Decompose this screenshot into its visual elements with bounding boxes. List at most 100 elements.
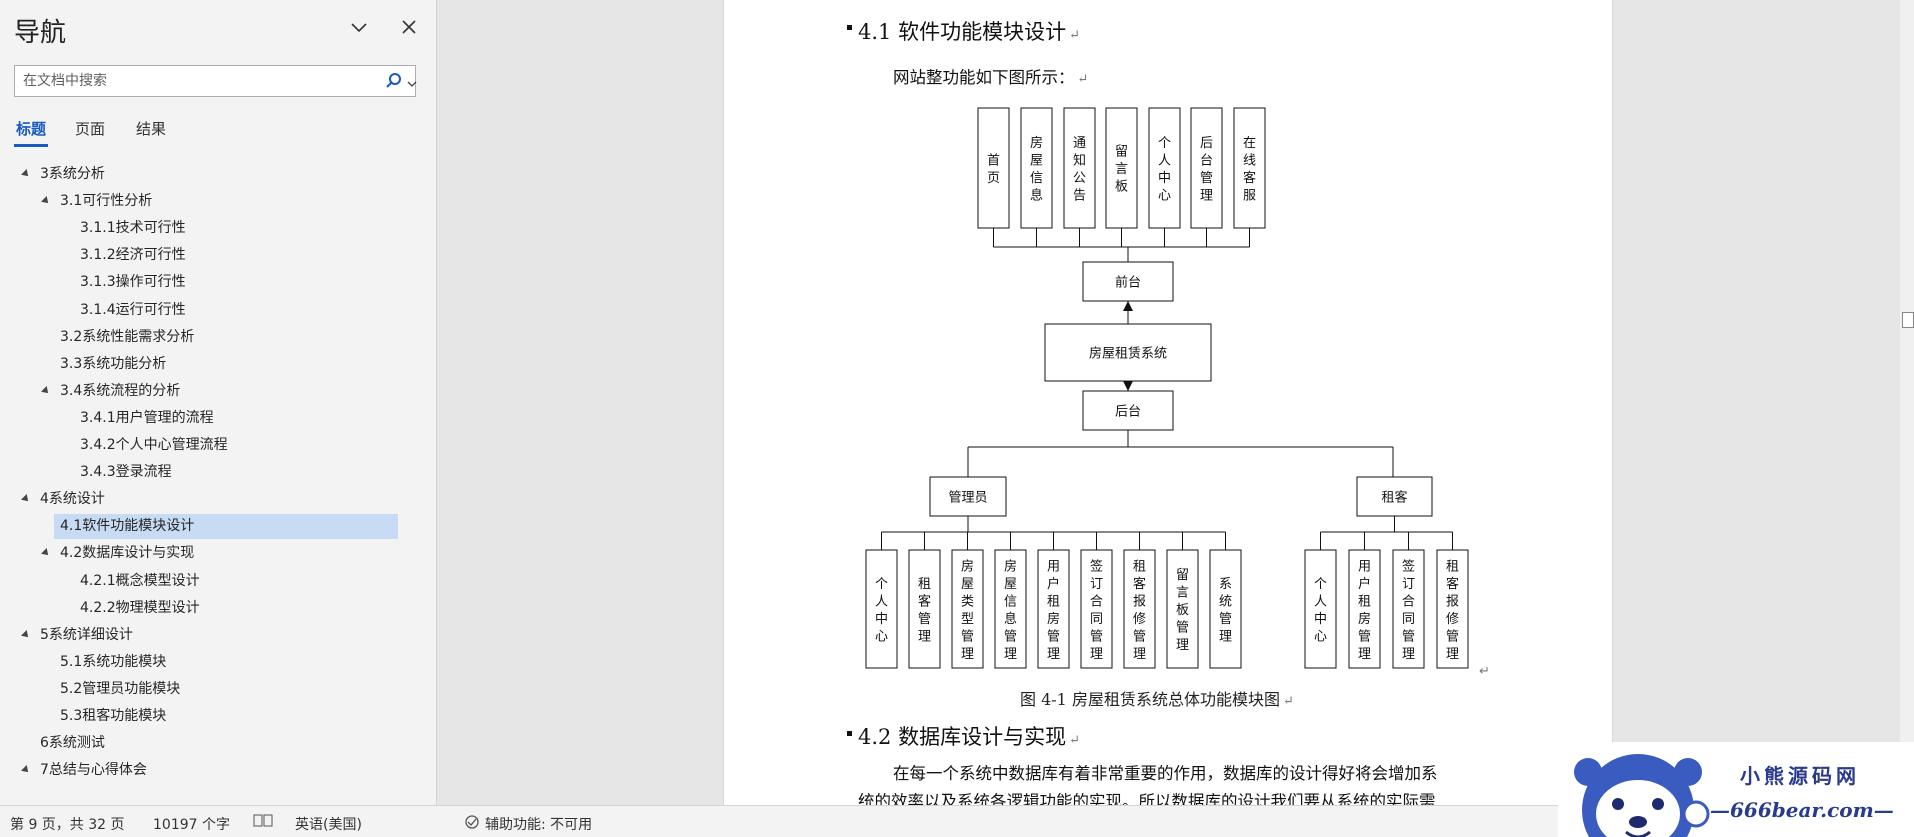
- nav-heading-item[interactable]: 4.1软件功能模块设计: [54, 514, 398, 540]
- admin-module-char: 订: [1090, 577, 1103, 592]
- watermark-title: 小熊源码网: [1740, 764, 1860, 788]
- front-module-char: 息: [1030, 187, 1043, 203]
- heading-4-1[interactable]: 4.1 软件功能模块设计↵: [858, 20, 1080, 44]
- tenant-module-char: 管: [1402, 629, 1415, 644]
- db-paragraph-line-1[interactable]: 在每一个系统中数据库有着非常重要的作用，数据库的设计得好将会增加系: [893, 764, 1438, 783]
- nav-heading-item[interactable]: 5.1系统功能模块: [60, 650, 166, 675]
- nav-heading-item[interactable]: 5系统详细设计: [40, 623, 133, 648]
- proofing-icon[interactable]: [253, 813, 273, 833]
- nav-heading-item[interactable]: 5.3租客功能模块: [60, 704, 166, 729]
- front-module-char: 服: [1243, 188, 1256, 203]
- admin-module-char: 同: [1090, 612, 1103, 627]
- nav-heading-item[interactable]: 3.1可行性分析: [60, 189, 152, 214]
- nav-heading-item[interactable]: 7.1总结: [60, 785, 110, 786]
- front-module-char: 房: [1030, 135, 1043, 151]
- arrowhead: [1123, 381, 1133, 391]
- search-input[interactable]: [15, 66, 375, 96]
- admin-module-char: 理: [1090, 647, 1103, 662]
- active-tab-indicator: [14, 144, 48, 147]
- nav-heading-label: 5.2管理员功能模块: [60, 680, 181, 697]
- selection-highlight: [54, 514, 398, 540]
- tab-pages[interactable]: 页面: [75, 120, 106, 138]
- nav-heading-item[interactable]: 4.2.2物理模型设计: [80, 596, 200, 621]
- admin-module-char: 理: [918, 629, 931, 644]
- front-module-char: 后: [1200, 136, 1213, 151]
- watermark-subtitle: —666bear.com—: [1710, 798, 1894, 822]
- figure-caption[interactable]: 图 4-1 房屋租赁系统总体功能模块图↵: [1020, 690, 1294, 709]
- nav-heading-item[interactable]: 3.2系统性能需求分析: [60, 325, 194, 350]
- front-module-box: [977, 107, 1010, 229]
- scrollbar-thumb[interactable]: [1902, 312, 1914, 328]
- tab-headings[interactable]: 标题: [16, 120, 47, 138]
- admin-module-char: 理: [1176, 638, 1189, 653]
- nav-heading-item[interactable]: 3.1.2经济可行性: [80, 243, 186, 268]
- admin-module-char: 板: [1176, 603, 1189, 618]
- front-module-char: 管: [1200, 171, 1213, 186]
- language-status[interactable]: 英语(美国): [295, 817, 362, 833]
- admin-module-char: 理: [1004, 647, 1017, 662]
- admin-module-char: 管: [1133, 629, 1146, 644]
- close-icon[interactable]: [396, 14, 422, 40]
- expand-collapse-icon[interactable]: [21, 169, 31, 179]
- heading-4-2[interactable]: 4.2 数据库设计与实现↵: [858, 725, 1080, 749]
- front-module-box: [1020, 107, 1053, 229]
- front-module-char: 中: [1158, 171, 1171, 186]
- expand-collapse-icon[interactable]: [41, 196, 51, 207]
- nav-heading-item[interactable]: 3.1.3操作可行性: [80, 270, 186, 295]
- intro-paragraph[interactable]: 网站整功能如下图所示：↵: [893, 68, 1089, 87]
- admin-module-char: 信: [1004, 594, 1017, 609]
- admin-module-char: 租: [1047, 594, 1060, 609]
- admin-module-char: 客: [1133, 576, 1146, 592]
- expand-collapse-icon[interactable]: [21, 494, 31, 505]
- admin-node-box: [929, 476, 1007, 517]
- nav-heading-item[interactable]: 3.1.1技术可行性: [80, 216, 186, 241]
- admin-module-char: 屋: [1004, 577, 1017, 592]
- nav-heading-item[interactable]: 3系统分析: [40, 162, 105, 187]
- nav-heading-item[interactable]: 7总结与心得体会: [40, 758, 147, 783]
- front-module-char: 留: [1115, 145, 1128, 160]
- vertical-scrollbar[interactable]: [1900, 0, 1914, 805]
- nav-heading-item[interactable]: 4系统设计: [40, 487, 105, 512]
- nav-heading-item[interactable]: 3.1.4运行可行性: [80, 298, 186, 323]
- expand-collapse-icon[interactable]: [41, 548, 51, 559]
- nav-heading-item[interactable]: 3.4系统流程的分析: [60, 379, 180, 404]
- nav-heading-label: 4系统设计: [40, 491, 105, 508]
- nav-heading-item[interactable]: 3.3系统功能分析: [60, 352, 166, 377]
- nav-heading-label: 3.4.2个人中心管理流程: [80, 437, 228, 453]
- expand-collapse-icon[interactable]: [21, 629, 31, 640]
- front-module-char: 言: [1115, 162, 1128, 177]
- search-icon[interactable]: [385, 72, 403, 90]
- tenant-module-char: 理: [1358, 647, 1371, 662]
- nav-heading-item[interactable]: 4.2.1概念模型设计: [80, 569, 200, 594]
- nav-heading-label: 5系统详细设计: [40, 626, 133, 643]
- page-count[interactable]: 第 9 页，共 32 页: [10, 817, 125, 833]
- accessibility-status[interactable]: 辅助功能: 不可用: [485, 817, 593, 833]
- admin-module-box: [951, 549, 984, 669]
- word-count[interactable]: 10197 个字: [153, 817, 230, 833]
- chevron-down-icon[interactable]: [407, 75, 417, 87]
- nav-heading-item[interactable]: 5.2管理员功能模块: [60, 677, 180, 702]
- nav-heading-label: 5.1系统功能模块: [60, 653, 167, 670]
- admin-module-char: 屋: [961, 577, 974, 592]
- tab-results[interactable]: 结果: [136, 120, 167, 138]
- admin-module-box: [908, 549, 941, 669]
- admin-module-char: 用: [1047, 559, 1060, 574]
- expand-collapse-icon[interactable]: [21, 765, 31, 776]
- nav-heading-item[interactable]: 6系统测试: [40, 731, 105, 756]
- tenant-module-box: [1436, 549, 1469, 669]
- nav-heading-label: 3.4.1用户管理的流程: [80, 409, 214, 426]
- accessibility-icon[interactable]: [463, 813, 481, 835]
- expand-collapse-icon[interactable]: [41, 385, 51, 396]
- admin-module-char: 中: [875, 612, 888, 627]
- nav-heading-item[interactable]: 4.2数据库设计与实现: [60, 541, 194, 566]
- tenant-module-char: 签: [1402, 558, 1415, 574]
- nav-heading-label: 3.4系统流程的分析: [60, 382, 181, 399]
- nav-heading-item[interactable]: 3.4.2个人中心管理流程: [80, 433, 228, 458]
- chevron-down-icon[interactable]: [346, 14, 372, 40]
- nav-heading-label: 4.2.1概念模型设计: [80, 572, 200, 589]
- nav-heading-item[interactable]: 3.4.3登录流程: [80, 460, 172, 485]
- tenant-module-char: 修: [1446, 612, 1459, 627]
- nav-heading-item[interactable]: 3.4.1用户管理的流程: [80, 406, 214, 431]
- admin-module-char: 客: [918, 593, 931, 609]
